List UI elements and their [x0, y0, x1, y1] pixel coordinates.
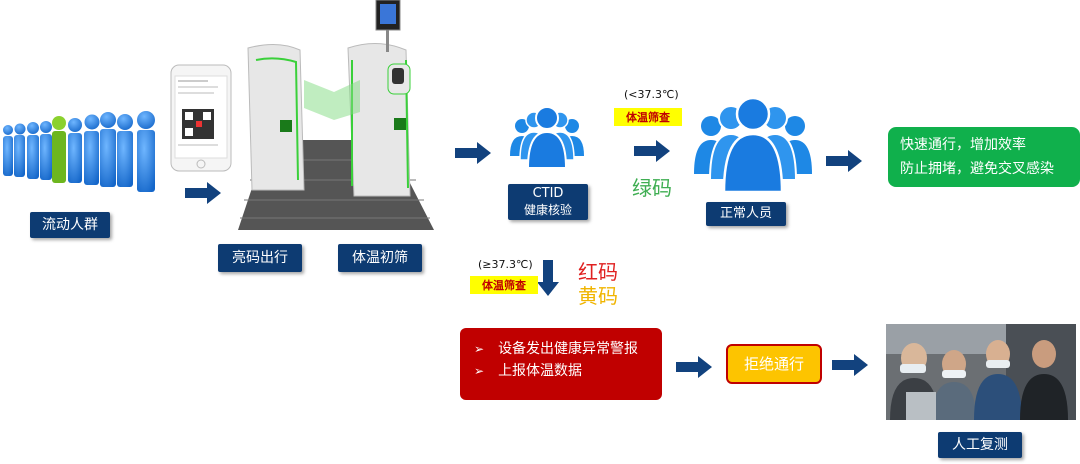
label-show-code: 亮码出行 — [218, 244, 302, 272]
arrow-red-to-reject — [676, 356, 712, 378]
alert-temp-threshold: (≥37.3℃) — [478, 258, 533, 271]
label-crowd: 流动人群 — [30, 212, 110, 238]
arrow-ctid-to-normal — [634, 140, 670, 162]
label-normal: 正常人员 — [706, 202, 786, 226]
reject-box: 拒绝通行 — [726, 344, 822, 384]
red-code-text: 红码 — [578, 260, 618, 284]
manual-retest-photo — [886, 324, 1076, 420]
alert-temp-tag: 体温筛查 — [470, 276, 538, 294]
crowd-illustration — [0, 108, 165, 203]
arrow-gate-to-ctid — [455, 142, 491, 164]
yellow-code-text: 黄码 — [578, 284, 618, 308]
crowd-person-icons — [3, 111, 155, 192]
arrow-normal-to-green — [826, 150, 862, 172]
ctid-title: CTID — [532, 186, 564, 201]
red-box-item-alarm: 设备发出健康异常警报 — [474, 338, 648, 360]
normal-temp-threshold: (<37.3℃) — [624, 88, 679, 101]
green-code-text: 绿码 — [632, 176, 672, 200]
arrow-ctid-down — [537, 260, 559, 296]
ctid-subtitle: 健康核验 — [523, 203, 572, 217]
green-box-line2: 防止拥堵，避免交叉感染 — [900, 161, 1054, 177]
red-box-item-report: 上报体温数据 — [474, 360, 648, 382]
label-temp-screen: 体温初筛 — [338, 244, 422, 272]
green-result-box: 快速通行，增加效率 防止拥堵，避免交叉感染 — [888, 127, 1080, 187]
normal-group-icon — [694, 96, 812, 194]
arrow-reject-to-manual — [832, 354, 868, 376]
arrow-crowd-to-phone — [185, 182, 221, 204]
ctid-group-icon — [510, 106, 584, 172]
phone-qr-illustration — [170, 64, 232, 172]
turnstile-gate-illustration — [238, 0, 434, 238]
red-alert-box: 设备发出健康异常警报 上报体温数据 — [460, 328, 662, 400]
green-box-line1: 快速通行，增加效率 — [900, 137, 1026, 153]
label-ctid: CTID 健康核验 — [508, 184, 588, 220]
label-manual: 人工复测 — [938, 432, 1022, 458]
normal-temp-tag: 体温筛查 — [614, 108, 682, 126]
